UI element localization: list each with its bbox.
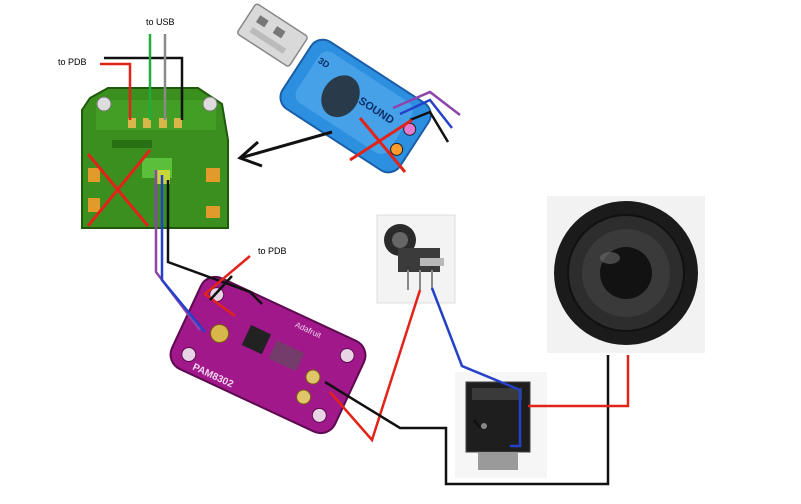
usb-sound-card: SOUND 3D [237,3,461,174]
usb-audio-pcb [81,87,229,229]
label-to-pdb-top: to PDB [58,57,87,67]
cross-out-icon [86,149,152,227]
arrow-left-icon [237,130,333,168]
label-to-pdb-mid: to PDB [258,246,287,256]
audio-jack [455,372,547,478]
amp-board: PAM8302 Adafruit [169,275,367,435]
speaker [547,196,705,353]
potentiometer [376,214,456,304]
cross-out-icon [349,117,413,173]
label-to-usb: to USB [146,17,175,27]
